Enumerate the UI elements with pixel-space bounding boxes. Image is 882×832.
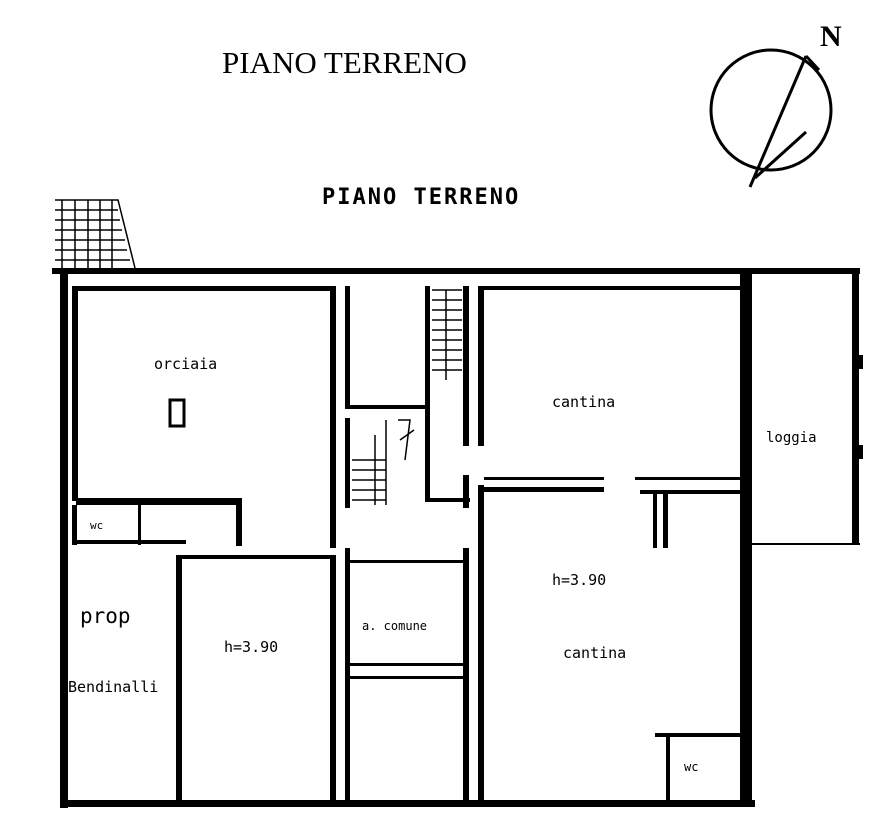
room-label-cantina-top: cantina [552, 393, 615, 411]
plan-heading: PIANO TERRENO [322, 185, 520, 210]
walls [52, 268, 863, 808]
north-label: N [820, 20, 842, 53]
label-prop: prop [80, 604, 131, 628]
height-label-left: h=3.90 [224, 638, 278, 656]
page-title: PIANO TERRENO [222, 45, 467, 80]
interior-stairs [352, 289, 462, 505]
chimney-icon [168, 398, 186, 428]
room-label-wc-left: wc [90, 519, 103, 532]
room-label-loggia: loggia [766, 430, 817, 446]
height-label-right: h=3.90 [552, 571, 606, 589]
room-label-wc-right: wc [684, 760, 698, 774]
room-label-cantina-bottom: cantina [563, 644, 626, 662]
exterior-stair [55, 199, 136, 269]
room-label-orciaia: orciaia [154, 355, 217, 373]
label-owner: Bendinalli [68, 678, 158, 696]
room-label-area-comune: a. comune [362, 619, 427, 633]
north-compass-icon [709, 48, 833, 188]
